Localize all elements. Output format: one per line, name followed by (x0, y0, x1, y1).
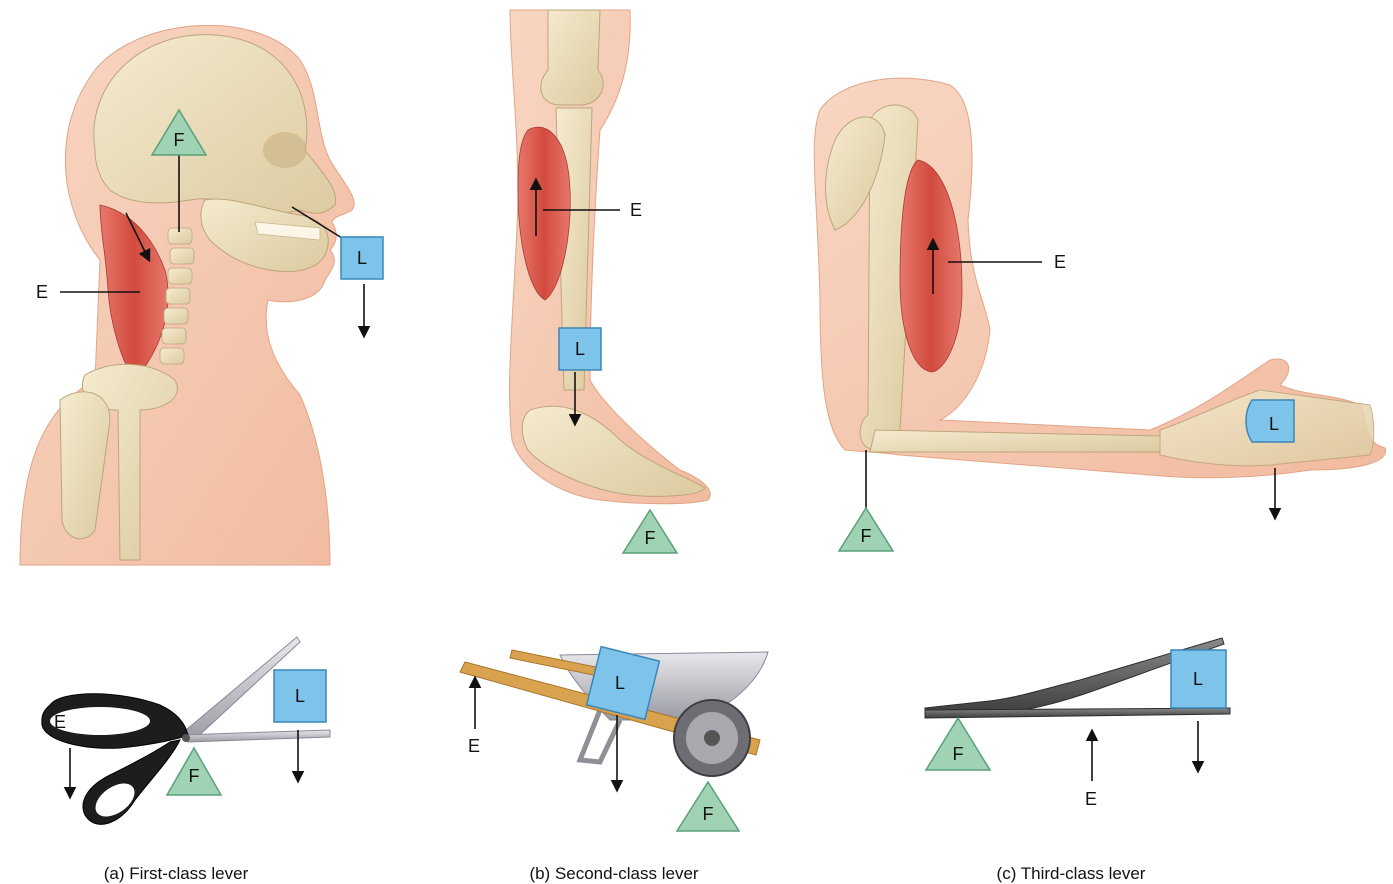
fulcrum-label-c-tool: F (953, 744, 964, 764)
fulcrum-marker-c-body: F (839, 450, 893, 551)
fulcrum-marker-a-tool: F (167, 748, 221, 795)
fulcrum-label-b-body: F (645, 528, 656, 548)
effort-label-b-tool: E (468, 736, 480, 756)
effort-label-c-body: E (1054, 252, 1066, 272)
load-label-c-tool: L (1193, 669, 1203, 689)
fulcrum-label-c-body: F (861, 526, 872, 546)
fulcrum-marker-c-tool: F (926, 718, 990, 770)
fulcrum-marker-b-tool: F (677, 782, 739, 831)
caption-third-class: (c) Third-class lever (997, 864, 1146, 883)
head-neck-illustration (20, 25, 354, 565)
fulcrum-label-a: F (174, 130, 185, 150)
effort-marker-c-tool: E (1085, 731, 1097, 809)
load-marker-a-tool: L (274, 670, 326, 781)
fulcrum-marker-b-body: F (623, 510, 677, 553)
effort-label-a: E (36, 282, 48, 302)
load-label-a: L (357, 248, 367, 268)
effort-label-c-tool: E (1085, 789, 1097, 809)
fulcrum-label-b-tool: F (703, 804, 714, 824)
fulcrum-label-a-tool: F (189, 766, 200, 786)
arm-illustration (814, 78, 1385, 478)
leg-foot-illustration (510, 10, 711, 504)
load-label-b-body: L (575, 339, 585, 359)
effort-marker-b-tool: E (468, 678, 480, 756)
scissors-illustration (42, 637, 330, 824)
load-label-c-body: L (1269, 414, 1279, 434)
effort-label-a-tool: E (54, 712, 66, 732)
load-label-a-tool: L (295, 686, 305, 706)
effort-label-b-body: E (630, 200, 642, 220)
load-label-b-tool: L (615, 673, 625, 693)
caption-first-class: (a) First-class lever (104, 864, 249, 883)
caption-second-class: (b) Second-class lever (529, 864, 698, 883)
